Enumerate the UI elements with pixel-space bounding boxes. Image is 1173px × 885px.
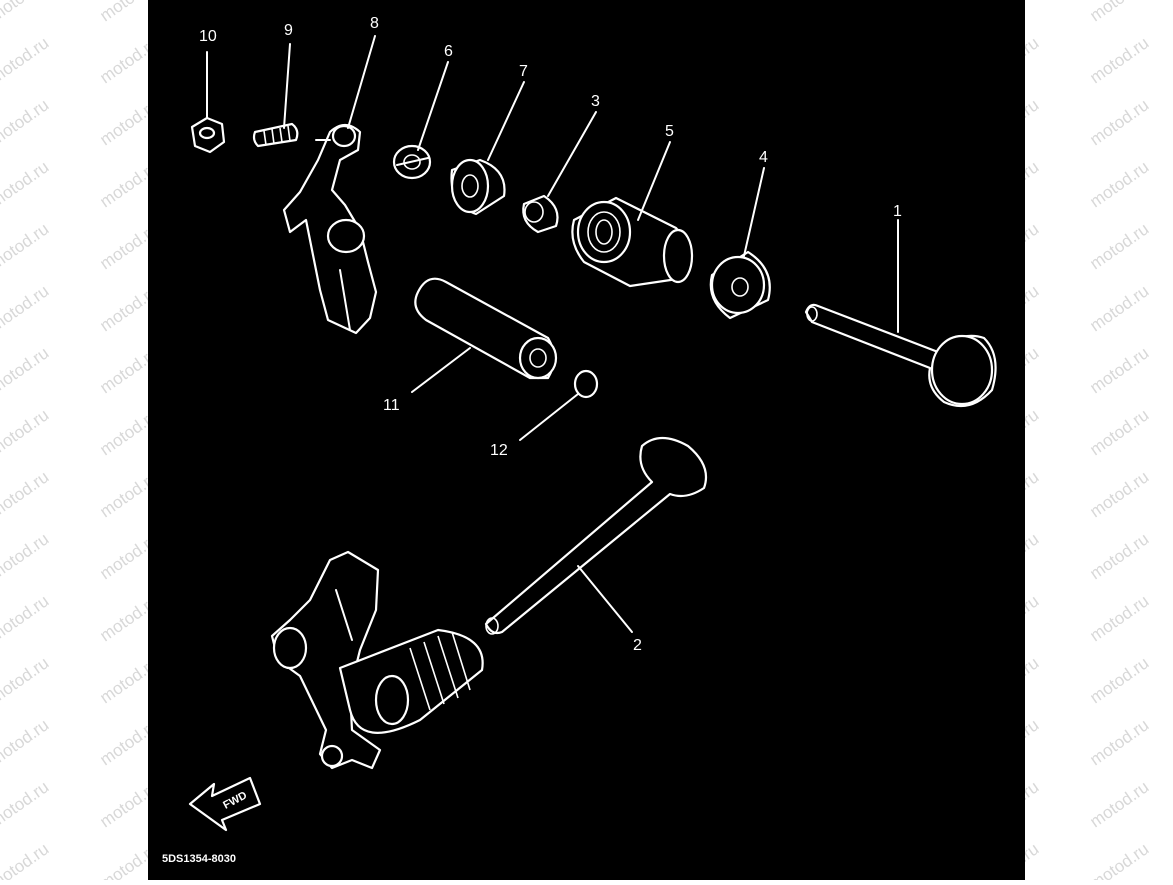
watermark-text: motod.ru <box>1086 653 1152 707</box>
watermark-text: motod.ru <box>1086 343 1152 397</box>
label-2: 2 <box>633 637 642 654</box>
watermark-text: motod.ru <box>1086 777 1152 831</box>
watermark-text: motod.ru <box>1086 715 1152 769</box>
watermark-text: motod.ru <box>0 405 52 459</box>
label-5: 5 <box>665 123 674 140</box>
label-12: 12 <box>490 442 508 459</box>
lower-rocker-arm-assembly <box>270 550 484 770</box>
exploded-parts-diagram: FWD 10 9 8 6 7 3 5 4 1 1 <box>148 0 1025 880</box>
watermark-text: motod.ru <box>0 33 52 87</box>
part-6-valve-cotter <box>392 144 432 180</box>
watermark-text: motod.ru <box>0 653 52 707</box>
part-5-valve-spring <box>571 196 694 288</box>
label-11: 11 <box>383 397 400 414</box>
label-8: 8 <box>370 15 379 32</box>
leader-lines <box>206 35 899 633</box>
part-number-labels: 10 9 8 6 7 3 5 4 1 11 12 2 <box>199 15 902 654</box>
label-10: 10 <box>199 28 217 45</box>
watermark-text: motod.ru <box>0 343 52 397</box>
watermark-text: motod.ru <box>0 467 52 521</box>
watermark-text: motod.ru <box>0 219 52 273</box>
drawing-code: 5DS1354-8030 <box>162 853 236 865</box>
label-4: 4 <box>759 149 768 166</box>
forward-direction-arrow: FWD <box>188 776 262 832</box>
watermark-text: motod.ru <box>0 591 52 645</box>
watermark-text: motod.ru <box>0 0 52 25</box>
watermark-text: motod.ru <box>1086 219 1152 273</box>
watermark-text: motod.ru <box>1086 157 1152 211</box>
watermark-text: motod.ru <box>0 281 52 335</box>
label-7: 7 <box>519 63 528 80</box>
watermark-text: motod.ru <box>1086 839 1152 880</box>
part-9-adjusting-screw <box>252 122 299 148</box>
watermark-text: motod.ru <box>0 777 52 831</box>
watermark-text: motod.ru <box>1086 281 1152 335</box>
watermark-text: motod.ru <box>1086 95 1152 149</box>
watermark-text: motod.ru <box>1086 0 1152 25</box>
watermark-text: motod.ru <box>0 715 52 769</box>
label-6: 6 <box>444 43 453 60</box>
watermark-text: motod.ru <box>1086 529 1152 583</box>
watermark-text: motod.ru <box>0 839 52 880</box>
part-8-rocker-arm <box>282 123 378 335</box>
part-12-o-ring <box>573 369 599 399</box>
diagram-canvas: FWD 10 9 8 6 7 3 5 4 1 1 <box>162 15 997 865</box>
label-1: 1 <box>893 203 902 220</box>
watermark-text: motod.ru <box>1086 405 1152 459</box>
watermark-text: motod.ru <box>0 157 52 211</box>
watermark-text: motod.ru <box>1086 591 1152 645</box>
part-7-spring-retainer <box>450 158 506 216</box>
watermark-text: motod.ru <box>0 529 52 583</box>
part-10-nut <box>190 116 226 154</box>
part-4-spring-seat <box>709 250 771 320</box>
label-3: 3 <box>591 93 600 110</box>
part-11-rocker-shaft <box>414 277 558 380</box>
label-9: 9 <box>284 22 293 39</box>
part-2-exhaust-valve <box>484 436 708 635</box>
watermark-text: motod.ru <box>0 95 52 149</box>
part-3-valve-stem-seal <box>522 194 559 234</box>
watermark-text: motod.ru <box>1086 467 1152 521</box>
watermark-text: motod.ru <box>1086 33 1152 87</box>
part-1-intake-valve <box>804 303 997 408</box>
